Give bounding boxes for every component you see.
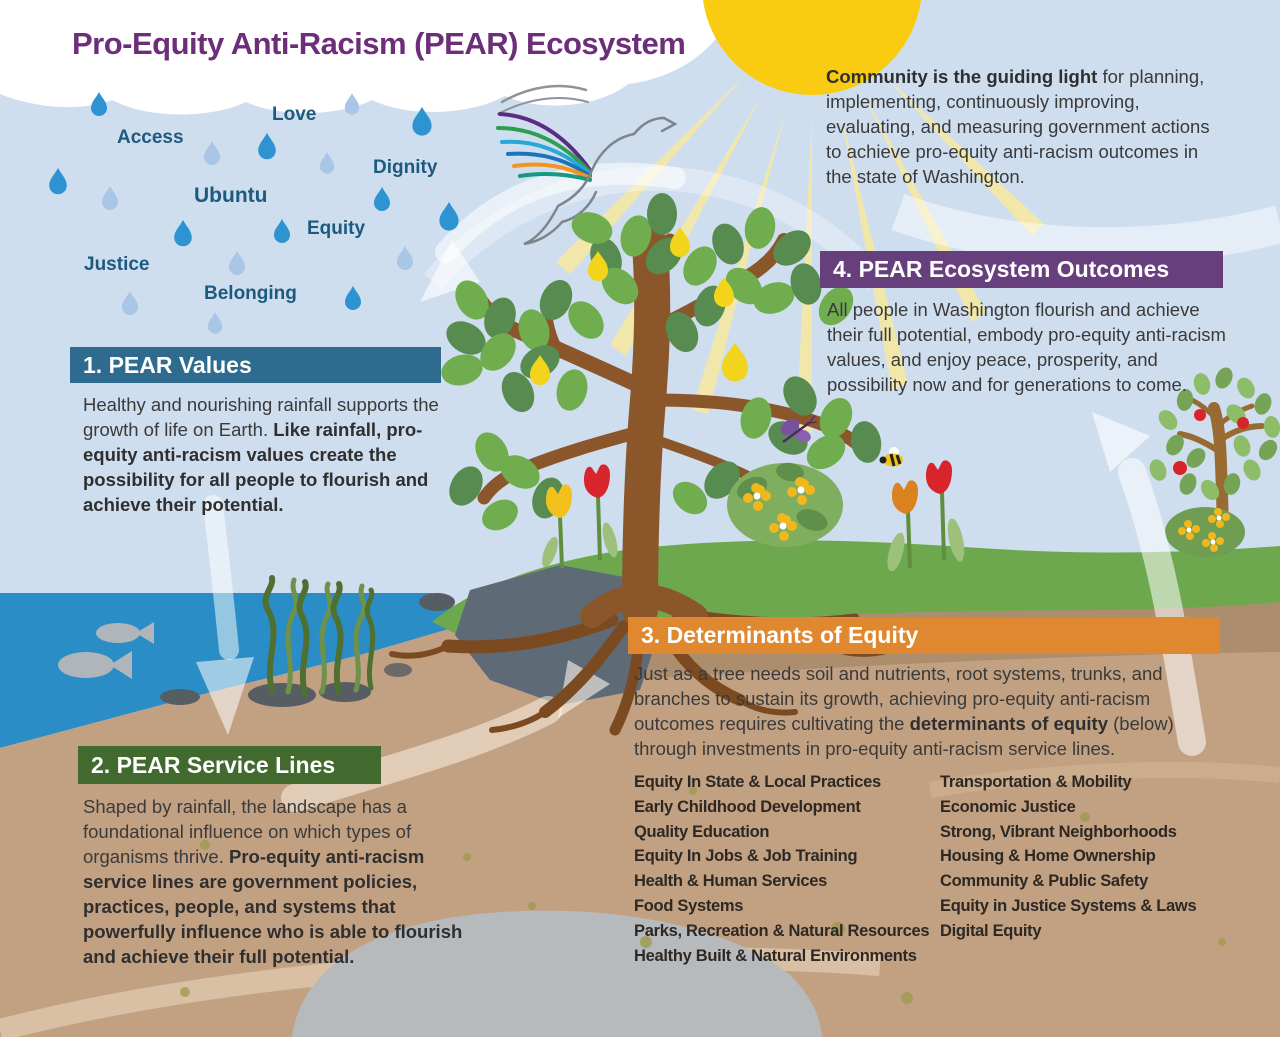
section-1-body-normal: Healthy and nourishing rainfall supports…: [83, 394, 439, 440]
tulips-right-icon: [887, 460, 965, 572]
section-3-body: Just as a tree needs soil and nutrients,…: [634, 661, 1234, 761]
section-3-body-pre: Just as a tree needs soil and nutrients,…: [634, 663, 1163, 734]
section-3-body-post: (below) through investments in pro-equit…: [634, 713, 1174, 759]
seaweed-icon: [262, 575, 376, 697]
determinants-list-left: Equity In State & Local Practices Early …: [634, 770, 936, 968]
section-4-body: All people in Washington flourish and ac…: [827, 299, 1226, 395]
rain-value-love: Love: [272, 104, 317, 125]
rain-value-dignity: Dignity: [373, 157, 438, 178]
section-1-header: 1. PEAR Values: [70, 347, 441, 383]
sky-swoosh: [891, 194, 1280, 266]
rain-value-access: Access: [117, 127, 184, 148]
determinant-item: Quality Education: [634, 822, 770, 841]
determinant-item: Housing & Home Ownership: [940, 847, 1156, 866]
determinant-item: Economic Justice: [940, 797, 1076, 816]
rain-value-belonging: Belonging: [204, 283, 297, 304]
tree-leaves: [441, 193, 882, 531]
rain-value-justice: Justice: [84, 254, 150, 275]
determinant-item: Equity in Justice Systems & Laws: [940, 896, 1197, 915]
determinant-item: Healthy Built & Natural Environments: [634, 946, 917, 965]
section-2-header: 2. PEAR Service Lines: [78, 746, 381, 784]
determinant-item: Digital Equity: [940, 921, 1042, 940]
butterfly-icon: [780, 415, 818, 444]
determinant-item: Food Systems: [634, 896, 744, 915]
section-1-body-bold: Like rainfall, pro-equity anti-racism va…: [83, 419, 429, 515]
sand: [0, 570, 1280, 1037]
section-2-body-bold: Pro-equity anti-racism service lines are…: [83, 846, 463, 967]
determinant-item: Equity In Jobs & Job Training: [634, 847, 858, 866]
determinant-item: Transportation & Mobility: [940, 773, 1132, 791]
sand-speckles: [180, 787, 1226, 1004]
rain-value-equity: Equity: [307, 218, 366, 239]
section-3-body-bold: determinants of equity: [909, 713, 1108, 734]
arrow-up-right-icon: [1092, 412, 1206, 756]
section-1-body: Healthy and nourishing rainfall supports…: [83, 392, 455, 517]
determinant-item: Health & Human Services: [634, 872, 828, 891]
flower-bush-center-icon: [727, 462, 843, 547]
bee-icon: [879, 447, 903, 467]
arrow-into-water-icon: [196, 495, 254, 735]
community-note-bold: Community is the guiding light: [826, 66, 1098, 87]
section-3-header: 3. Determinants of Equity: [628, 617, 1220, 654]
determinant-item: Equity In State & Local Practices: [634, 773, 881, 791]
page-title: Pro-Equity Anti-Racism (PEAR) Ecosystem: [72, 26, 686, 61]
section-2-body-normal: Shaped by rainfall, the landscape has a …: [83, 796, 412, 867]
apple-tree-icon: [1149, 367, 1280, 554]
sun-icon: [703, 0, 921, 95]
dove-icon: [496, 84, 678, 246]
raindrops-icon: [49, 92, 459, 334]
determinants-list-right: Transportation & Mobility Economic Justi…: [940, 770, 1240, 944]
fish-icon: [58, 622, 154, 679]
section-2-body: Shaped by rainfall, the landscape has a …: [83, 794, 467, 969]
apples-icon: [1173, 409, 1249, 475]
pear-tree-icon: [441, 193, 882, 628]
flower-bush-right-icon: [1165, 507, 1245, 557]
determinant-item: Early Childhood Development: [634, 797, 861, 816]
boulder-icon: [292, 910, 822, 1037]
section-4-header: 4. PEAR Ecosystem Outcomes: [820, 251, 1223, 288]
determinant-item: Community & Public Safety: [940, 872, 1148, 891]
rain-value-ubuntu: Ubuntu: [194, 184, 268, 207]
community-note: Community is the guiding light for plann…: [826, 64, 1226, 189]
pears-icon: [530, 227, 748, 385]
community-note-rest: for planning, implementing, continuously…: [826, 66, 1210, 187]
tulips-left-icon: [542, 464, 618, 569]
determinant-item: Strong, Vibrant Neighborhoods: [940, 822, 1177, 841]
determinant-item: Parks, Recreation & Natural Resources: [634, 921, 930, 940]
